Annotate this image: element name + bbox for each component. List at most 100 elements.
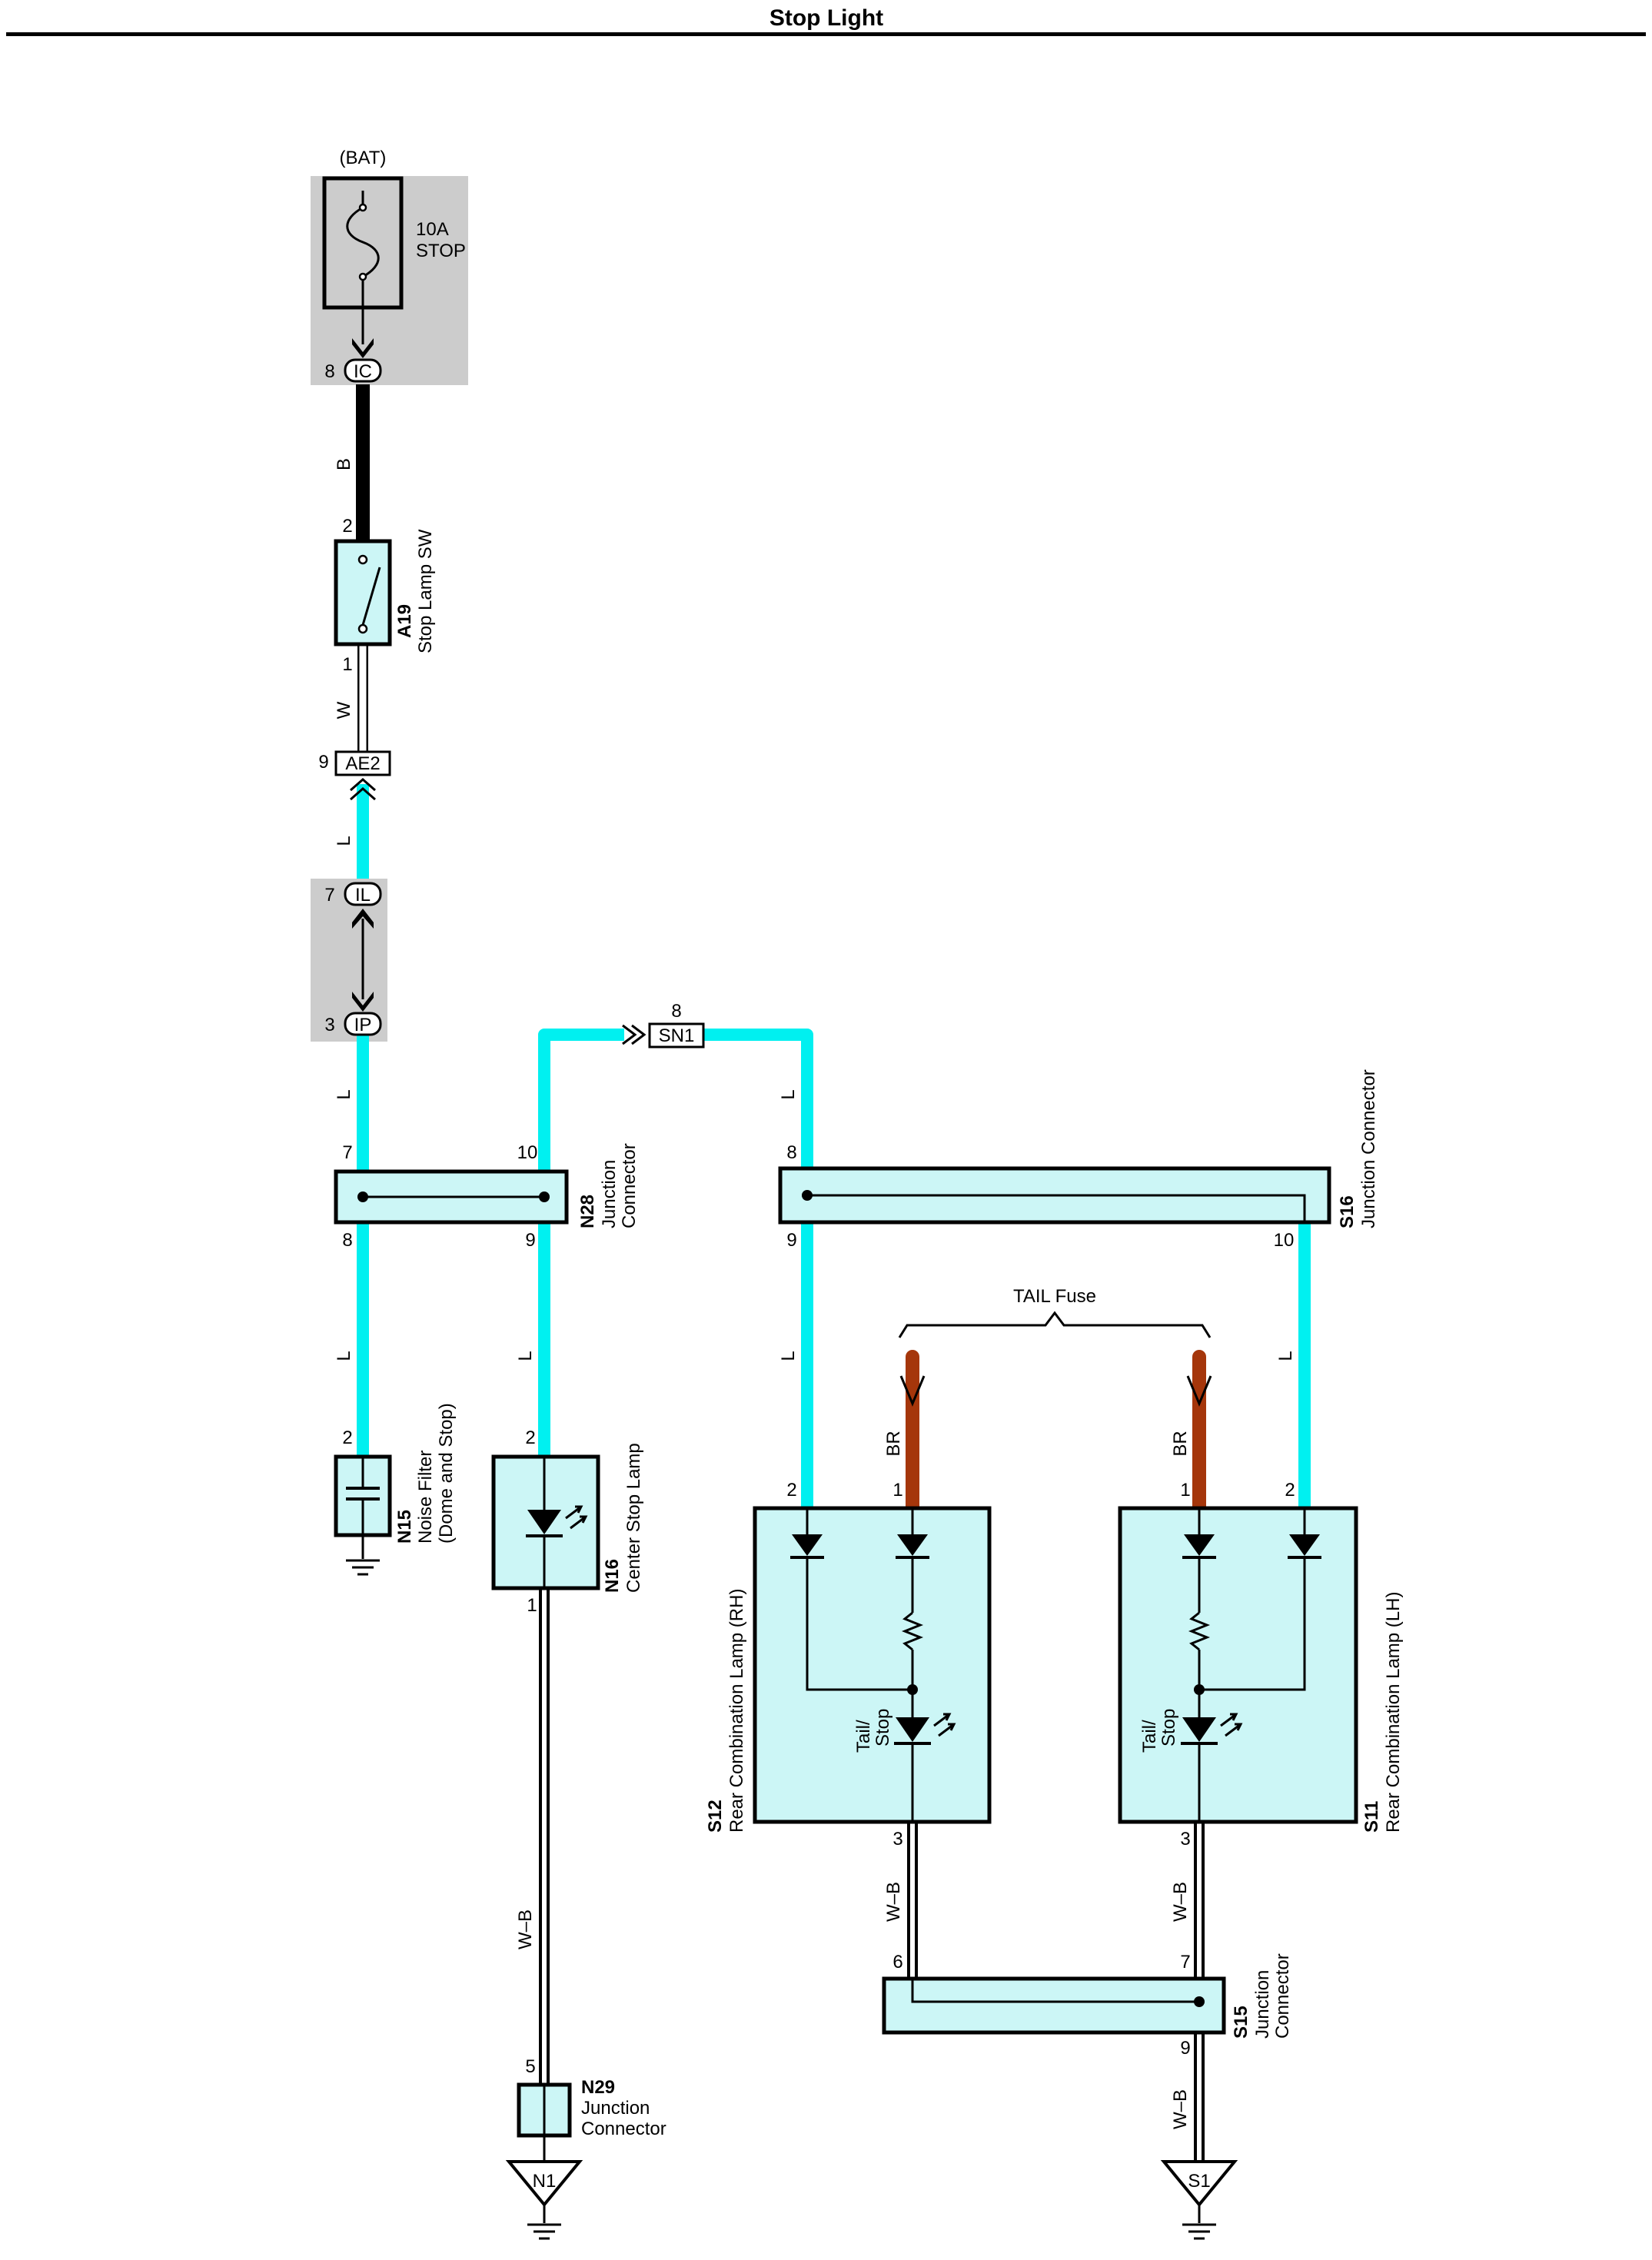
s11-code: S11 <box>1361 1801 1382 1833</box>
pin-ip: 3 <box>324 1015 334 1035</box>
s12-name: Rear Combination Lamp (RH) <box>726 1589 747 1833</box>
pin-n16-bottom: 1 <box>527 1595 537 1616</box>
n28-name-1: Junction <box>599 1160 620 1228</box>
led-icon <box>527 1510 561 1534</box>
ground-point-n1 <box>505 2160 583 2208</box>
switch-contact-top <box>357 554 368 565</box>
n15-name-1: Noise Filter <box>415 1451 436 1544</box>
n15-code: N15 <box>394 1510 415 1544</box>
pin-n28-8: 8 <box>342 1230 352 1251</box>
pin-s16-9: 9 <box>786 1230 796 1251</box>
pin-a19-top: 2 <box>342 516 352 537</box>
n29-name-1: Junction <box>581 2098 650 2119</box>
page-title: Stop Light <box>769 5 883 31</box>
s11-led-icon <box>1182 1717 1216 1742</box>
switch-contact-bottom <box>357 623 368 634</box>
ground-icon-n1 <box>526 2223 563 2240</box>
ground-n1-label: N1 <box>533 2171 557 2192</box>
connector-ic <box>344 358 382 383</box>
connector-sn1 <box>648 1022 705 1049</box>
wire-color-l-5: L <box>515 1351 536 1361</box>
s12-resistor-icon <box>901 1611 924 1651</box>
s15-bus <box>911 1979 1199 2003</box>
wire-wb-s12-inner <box>910 1822 1199 1989</box>
double-arrow-right-icon <box>622 1024 647 1045</box>
pin-n15: 2 <box>342 1427 352 1448</box>
n28-code: N28 <box>577 1195 598 1228</box>
connector-arrow-up-icon <box>352 909 374 929</box>
connector-arrow-down-icon <box>352 992 374 1012</box>
fuse-icon <box>346 206 380 278</box>
s12-led-icon <box>896 1717 929 1742</box>
pin-n28-7: 7 <box>342 1142 352 1163</box>
wire-color-br-rh: BR <box>883 1431 904 1456</box>
s15-name-2: Connector <box>1272 1953 1293 2039</box>
s11-diode-1-icon <box>1289 1534 1320 1556</box>
pin-s11-3: 3 <box>1180 1829 1190 1850</box>
bat-label: (BAT) <box>340 148 387 168</box>
s15-code: S15 <box>1231 2006 1251 2039</box>
double-arrow-icon <box>350 778 376 801</box>
wire-color-br-lh: BR <box>1170 1431 1191 1456</box>
pin-s12-2: 2 <box>786 1480 796 1501</box>
pin-sn1: 8 <box>671 1001 681 1022</box>
pin-s15-7: 7 <box>1180 1952 1190 1973</box>
pin-ae2: 9 <box>318 752 328 773</box>
connector-ip <box>344 1012 382 1036</box>
wire-color-l-6: L <box>778 1351 799 1361</box>
s11-diode-2-icon <box>1184 1534 1215 1556</box>
pin-n16-top: 2 <box>525 1427 535 1448</box>
s12-light-rays-icon <box>933 1713 956 1737</box>
wire-color-wb-s11: W–B <box>1170 1882 1191 1922</box>
n29-code: N29 <box>581 2077 615 2098</box>
s11-diode-1-return <box>1199 1557 1306 1691</box>
s11-tail-label: Tail/ <box>1139 1720 1160 1753</box>
s11-resistor-icon <box>1188 1611 1211 1651</box>
wire-color-l-3: L <box>778 1089 799 1099</box>
switch-blade-icon <box>361 567 381 626</box>
n28-name-2: Connector <box>619 1143 640 1228</box>
wire-color-b: B <box>334 458 354 470</box>
n16-code: N16 <box>602 1559 623 1593</box>
connector-arrow-icon <box>352 338 374 358</box>
pin-s11-2: 2 <box>1285 1480 1295 1501</box>
s16-name: Junction Connector <box>1358 1069 1379 1228</box>
connector-ae2 <box>334 750 391 776</box>
pin-a19-bottom: 1 <box>342 654 352 675</box>
pin-il: 7 <box>324 885 334 906</box>
s12-rear-combination-lamp-rh <box>753 1506 992 1824</box>
s12-diode-2-icon <box>897 1534 928 1556</box>
tail-fuse-label: TAIL Fuse <box>1013 1286 1096 1307</box>
s12-node <box>907 1684 918 1695</box>
wire-l-n28-sn1 <box>538 1029 624 1172</box>
pin-s12-1: 1 <box>892 1480 902 1501</box>
wire-color-l-2: L <box>334 1089 354 1099</box>
s16-node <box>802 1190 813 1201</box>
n16-name: Center Stop Lamp <box>623 1443 644 1593</box>
s12-stop-label: Stop <box>873 1709 893 1747</box>
wire-color-l-7: L <box>1275 1351 1296 1361</box>
wire-wb-s12-outer <box>907 1822 1199 1992</box>
s12-tail-label: Tail/ <box>853 1720 874 1753</box>
pin-s15-6: 6 <box>892 1952 902 1973</box>
title-rule <box>6 32 1646 36</box>
s11-rear-combination-lamp-lh <box>1118 1506 1358 1824</box>
pin-s16-10: 10 <box>1274 1230 1295 1251</box>
ground-point-s1 <box>1160 2160 1238 2208</box>
wire-color-l-1: L <box>334 836 354 846</box>
wire-l-sn1-s16 <box>704 1029 813 1172</box>
s16-bus <box>807 1194 1306 1222</box>
pin-s15-9: 9 <box>1180 2038 1190 2059</box>
n29-name-2: Connector <box>581 2119 666 2139</box>
ground-s1-label: S1 <box>1188 2171 1210 2192</box>
connector-il-label: IL <box>355 885 371 906</box>
tail-fuse-brace <box>898 1311 1212 1338</box>
ground-icon-s1 <box>1181 2223 1218 2240</box>
ground-icon <box>344 1559 381 1576</box>
connector-il <box>344 882 382 906</box>
n15-name-2: (Dome and Stop) <box>436 1403 457 1544</box>
a19-code: A19 <box>394 604 415 638</box>
n28-node-2 <box>539 1191 550 1202</box>
s11-stop-label: Stop <box>1158 1709 1179 1747</box>
pin-n28-9: 9 <box>525 1230 535 1251</box>
